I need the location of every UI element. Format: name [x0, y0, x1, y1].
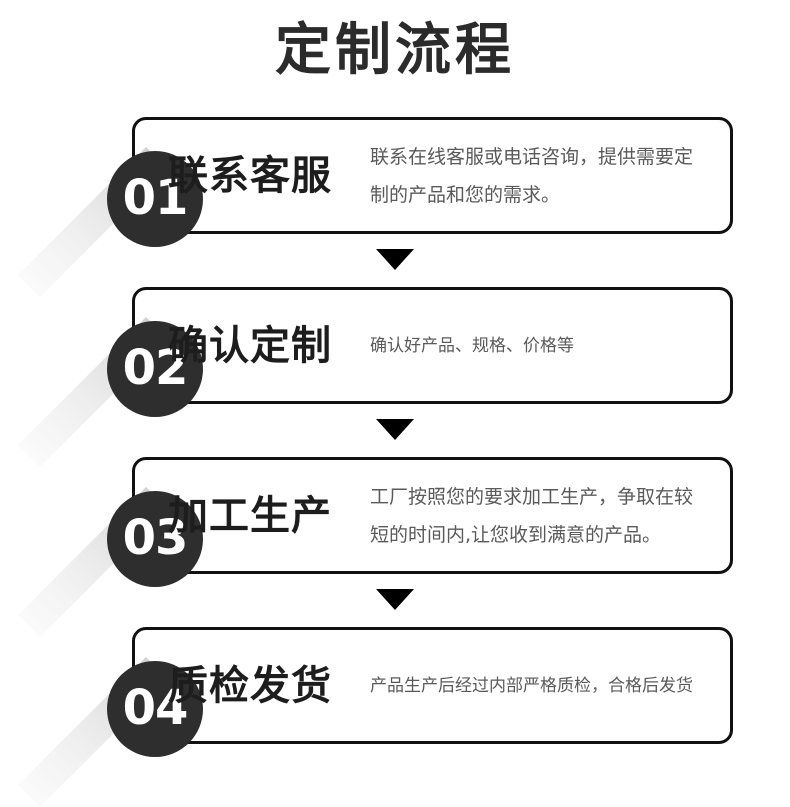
step-card: [132, 117, 733, 234]
step-description: 确认好产品、规格、价格等: [370, 335, 574, 356]
steps-list: 01 联系客服 联系在线客服或电话咨询，提供需要定制的产品和您的需求。: [0, 117, 790, 807]
step-card: [132, 457, 733, 574]
step-description: 产品生产后经过内部严格质检，合格后发货: [370, 675, 693, 696]
step-item: 03 加工生产 工厂按照您的要求加工生产，争取在较短的时间内,让您收到满意的产品…: [0, 457, 790, 637]
page-title: 定制流程: [275, 18, 515, 83]
step-description: 工厂按照您的要求加工生产，争取在较短的时间内,让您收到满意的产品。: [370, 485, 694, 546]
step-card-body: 联系客服 联系在线客服或电话咨询，提供需要定制的产品和您的需求。: [168, 117, 733, 234]
step-heading: 质检发货: [168, 662, 332, 709]
step-connector: [0, 237, 790, 287]
step-card: [132, 627, 733, 744]
step-card-body: 加工生产 工厂按照您的要求加工生产，争取在较短的时间内,让您收到满意的产品。: [168, 457, 733, 574]
step-item: 01 联系客服 联系在线客服或电话咨询，提供需要定制的产品和您的需求。: [0, 117, 790, 297]
step-heading: 确认定制: [168, 322, 332, 369]
triangle-down-icon: [376, 249, 414, 270]
step-card: [132, 287, 733, 404]
step-card-body: 质检发货 产品生产后经过内部严格质检，合格后发货: [168, 627, 733, 744]
step-connector: [0, 407, 790, 457]
triangle-down-icon: [376, 589, 414, 610]
step-item: 02 确认定制 确认好产品、规格、价格等: [0, 287, 790, 467]
step-heading: 加工生产: [168, 492, 332, 539]
step-card-body: 确认定制 确认好产品、规格、价格等: [168, 287, 733, 404]
triangle-down-icon: [376, 419, 414, 440]
step-description: 联系在线客服或电话咨询，提供需要定制的产品和您的需求。: [370, 145, 694, 206]
step-connector: [0, 577, 790, 627]
step-heading: 联系客服: [168, 152, 332, 199]
customization-process-infographic: 定制流程 01 联系客服: [0, 18, 790, 807]
step-item: 04 质检发货 产品生产后经过内部严格质检，合格后发货: [0, 627, 790, 807]
